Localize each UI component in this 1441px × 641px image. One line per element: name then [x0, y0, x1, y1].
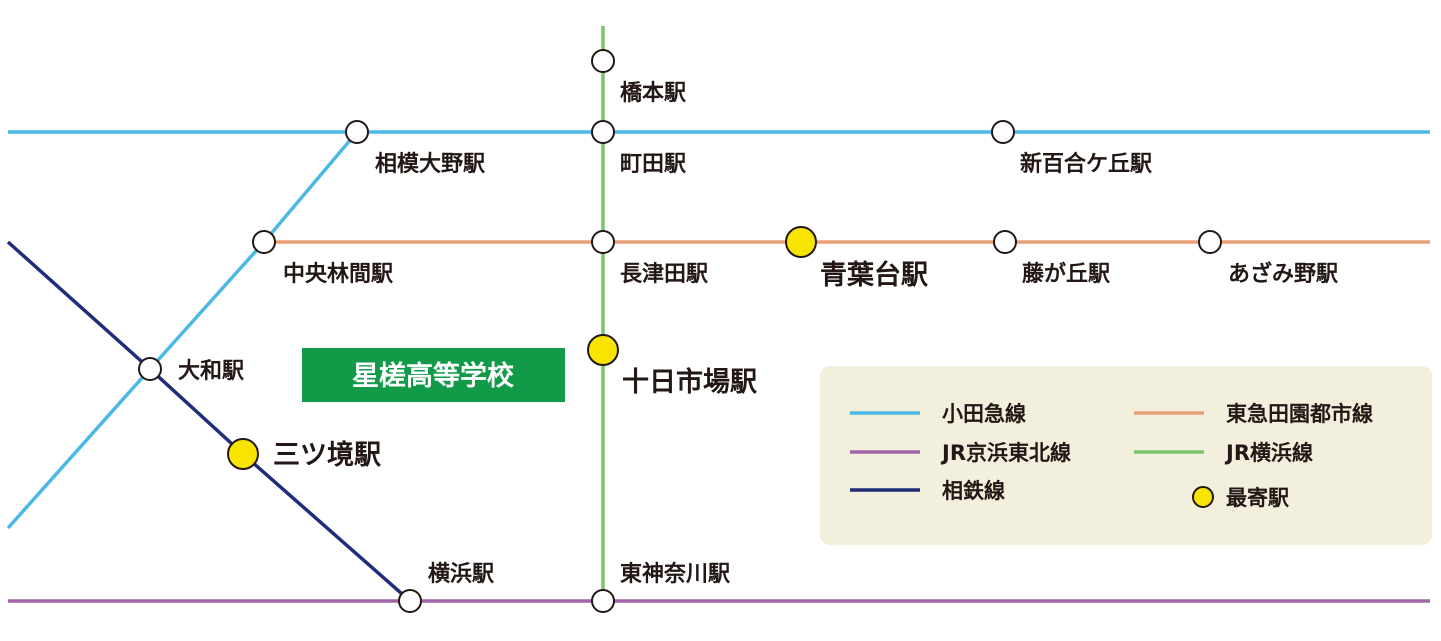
legend-label-sotetsu: 相鉄線: [942, 479, 1005, 503]
station-label-fujigaoka: 藤が丘駅: [1022, 261, 1110, 287]
station-marker-aobadai[interactable]: [785, 226, 817, 258]
legend-label-keihin: JR京浜東北線: [940, 441, 1071, 465]
legend-label-yokohama: JR横浜線: [1224, 441, 1313, 465]
station-label-aobadai: 青葉台駅: [820, 259, 928, 291]
station-marker-mitsukyo[interactable]: [227, 438, 259, 470]
legend: 小田急線 東急田園都市線 JR京浜東北線 JR横浜線 相鉄線 最寄駅: [820, 366, 1432, 545]
station-label-mitsukyo: 三ツ境駅: [273, 440, 381, 471]
legend-label-tokyu: 東急田園都市線: [1226, 402, 1373, 426]
school-marker[interactable]: 星槎高等学校: [302, 348, 565, 402]
station-marker-nagatsuta[interactable]: [591, 230, 615, 254]
legend-label-odakyu: 小田急線: [942, 402, 1026, 426]
station-label-yamato: 大和駅: [178, 359, 244, 384]
station-marker-yokohama[interactable]: [398, 589, 422, 613]
station-marker-machida[interactable]: [591, 120, 615, 144]
station-label-higashi-kanagawa: 東神奈川駅: [620, 561, 730, 587]
legend-swatch-nearest: [1192, 486, 1214, 508]
station-labels: 橋本駅 町田駅 相模大野駅 新百合ケ丘駅 中央林間駅 長津田駅 青葉台駅 藤が丘…: [178, 81, 1338, 587]
sotetsu-line: [6, 240, 412, 603]
station-marker-higashi-kanagawa[interactable]: [591, 589, 615, 613]
station-label-hashimoto: 橋本駅: [620, 81, 686, 106]
legend-label-nearest: 最寄駅: [1226, 486, 1290, 510]
station-marker-chuo-rinkan[interactable]: [252, 230, 276, 254]
school-name: 星槎高等学校: [352, 360, 514, 392]
station-label-yokohama: 横浜駅: [428, 562, 494, 587]
station-label-tokaichiba: 十日市場駅: [622, 366, 757, 398]
station-label-nagatsuta: 長津田駅: [620, 261, 708, 287]
station-marker-fujigaoka[interactable]: [993, 230, 1017, 254]
odakyu-enoshima-branch: [6, 130, 359, 530]
station-label-sagami-ono: 相模大野駅: [375, 152, 485, 177]
station-marker-tokaichiba[interactable]: [587, 334, 619, 366]
rail-lines: [6, 26, 1430, 603]
station-marker-shin-yurigaoka[interactable]: [991, 120, 1015, 144]
station-markers: [138, 49, 1222, 613]
station-label-shin-yurigaoka: 新百合ケ丘駅: [1020, 151, 1152, 177]
station-marker-hashimoto[interactable]: [591, 49, 615, 73]
station-marker-yamato[interactable]: [138, 357, 162, 381]
station-label-azamino: あざみ野駅: [1228, 261, 1338, 287]
station-marker-sagami-ono[interactable]: [345, 120, 369, 144]
school-box: [302, 348, 565, 402]
legend-box: [820, 366, 1432, 545]
station-label-machida: 町田駅: [620, 152, 686, 177]
station-label-chuo-rinkan: 中央林間駅: [283, 261, 393, 287]
station-marker-azamino[interactable]: [1198, 230, 1222, 254]
